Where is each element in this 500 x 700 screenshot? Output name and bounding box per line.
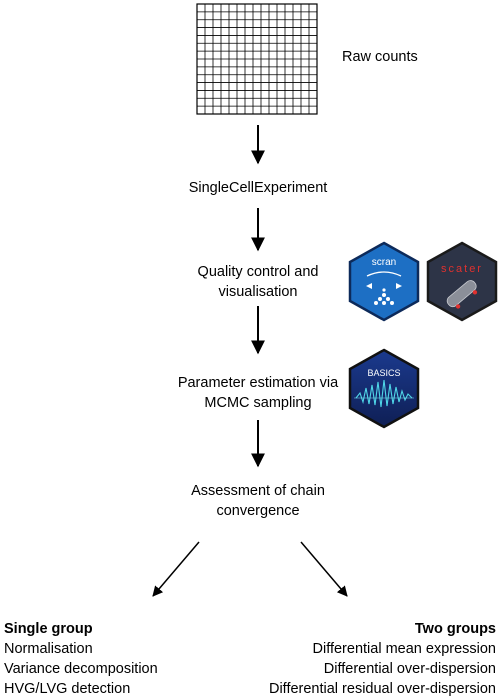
qc-line-1: Quality control and — [197, 264, 319, 280]
param-step-label: Parameter estimation via MCMC sampling — [138, 373, 378, 413]
two-groups-item: Differential residual over-dispersion — [268, 681, 496, 697]
single-group-title: Single group — [4, 621, 93, 637]
qc-step-label: Quality control and visualisation — [138, 262, 378, 302]
param-line-2: MCMC sampling — [204, 395, 312, 411]
two-groups-title: Two groups — [414, 621, 496, 637]
scran-logo: scran — [348, 241, 420, 322]
convergence-line-2: convergence — [216, 503, 300, 519]
two-groups-section: Two groups Differential mean expression … — [269, 619, 496, 699]
arrow-to-single-group — [152, 541, 200, 597]
basics-logo-label: BASICS — [367, 368, 400, 378]
single-group-item: Variance decomposition — [4, 661, 158, 677]
count-matrix-grid — [196, 3, 318, 115]
scater-logo-label: scater — [441, 263, 483, 275]
single-group-item: Normalisation — [4, 641, 93, 657]
param-line-1: Parameter estimation via — [177, 375, 339, 391]
two-groups-item: Differential mean expression — [312, 641, 497, 657]
arrow-to-two-groups — [300, 541, 348, 597]
single-group-item: HVG/LVG detection — [4, 681, 131, 697]
scater-logo: scater — [426, 241, 498, 322]
sce-label: SingleCellExperiment — [188, 180, 328, 196]
raw-counts-label: Raw counts — [342, 49, 418, 65]
single-group-section: Single group Normalisation Variance deco… — [4, 619, 158, 699]
scran-logo-label: scran — [372, 257, 396, 268]
qc-line-2: visualisation — [218, 284, 298, 300]
basics-logo: BASICS — [348, 348, 420, 429]
two-groups-item: Differential over-dispersion — [323, 661, 496, 677]
convergence-step-label: Assessment of chain convergence — [138, 481, 378, 521]
convergence-line-1: Assessment of chain — [191, 483, 325, 499]
